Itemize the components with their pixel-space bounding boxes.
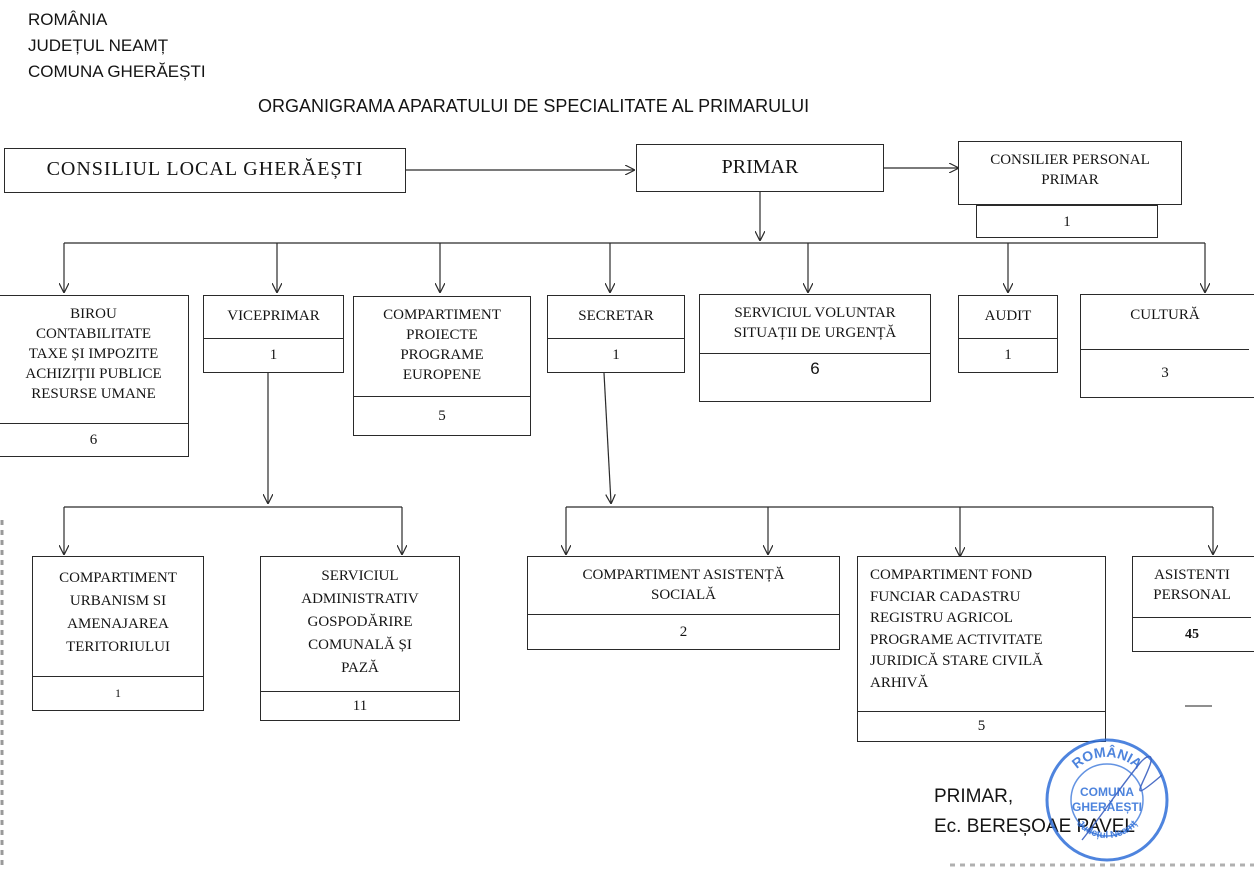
- node-administrativ-label: SERVICIUL ADMINISTRATIV GOSPODĂRIRE COMU…: [301, 568, 419, 676]
- official-stamp-icon: ROMÂNIA COMUNA GHERĂEȘTI Județul Neamț: [1045, 738, 1169, 862]
- node-proiecte-count: 5: [354, 396, 530, 435]
- node-urbanism-label: COMPARTIMENT URBANISM SI AMENAJAREA TERI…: [59, 570, 177, 655]
- node-voluntar-label: SERVICIUL VOLUNTAR SITUAȚII DE URGENȚĂ: [733, 305, 897, 341]
- node-voluntar: SERVICIUL VOLUNTAR SITUAȚII DE URGENȚĂ 6: [699, 294, 931, 402]
- node-council: CONSILIUL LOCAL GHERĂEȘTI: [4, 148, 406, 193]
- county-label: JUDEȚUL NEAMȚ: [28, 36, 169, 55]
- commune-label: COMUNA GHERĂEȘTI: [28, 62, 206, 81]
- node-viceprimar-count: 1: [204, 338, 343, 372]
- node-secretar-count: 1: [548, 338, 684, 372]
- node-cultura-label: CULTURĂ: [1130, 307, 1200, 323]
- node-urbanism: COMPARTIMENT URBANISM SI AMENAJAREA TERI…: [32, 556, 204, 711]
- node-advisor-count: 1: [1063, 214, 1071, 230]
- node-mayor-label: PRIMAR: [721, 156, 799, 178]
- node-administrativ-count: 11: [261, 691, 459, 720]
- node-secretar-label: SECRETAR: [578, 308, 654, 324]
- country-label: ROMÂNIA: [28, 10, 108, 29]
- signature-name: Ec. BEREȘOAE PAVEL: [934, 816, 1135, 837]
- node-audit-count: 1: [959, 338, 1057, 372]
- node-advisor-count-box: 1: [976, 205, 1158, 238]
- node-fond-label: COMPARTIMENT FOND FUNCIAR CADASTRU REGIS…: [870, 567, 1043, 691]
- node-fond-count: 5: [858, 711, 1105, 741]
- node-viceprimar-label: VICEPRIMAR: [227, 308, 320, 324]
- node-asistenti: ASISTENTI PERSONAL 45: [1132, 556, 1254, 652]
- node-mayor: PRIMAR: [636, 144, 884, 192]
- node-viceprimar: VICEPRIMAR 1: [203, 295, 344, 373]
- node-urbanism-count: 1: [33, 676, 203, 710]
- node-asistenta-label: COMPARTIMENT ASISTENȚĂ SOCIALĂ: [582, 567, 785, 603]
- node-asistenti-label: ASISTENTI PERSONAL: [1153, 567, 1231, 603]
- node-birou: BIROU CONTABILITATE TAXE ȘI IMPOZITE ACH…: [0, 295, 189, 457]
- node-advisor-label: CONSILIER PERSONAL PRIMAR: [990, 152, 1150, 188]
- node-asistenti-count: 45: [1133, 617, 1251, 651]
- node-cultura: CULTURĂ 3: [1080, 294, 1254, 398]
- node-asistenta: COMPARTIMENT ASISTENȚĂ SOCIALĂ 2: [527, 556, 840, 650]
- page-title: ORGANIGRAMA APARATULUI DE SPECIALITATE A…: [258, 96, 810, 116]
- node-administrativ: SERVICIUL ADMINISTRATIV GOSPODĂRIRE COMU…: [260, 556, 460, 721]
- node-audit-label: AUDIT: [984, 308, 1032, 324]
- node-fond: COMPARTIMENT FOND FUNCIAR CADASTRU REGIS…: [857, 556, 1106, 742]
- node-voluntar-count: 6: [700, 353, 930, 401]
- signature-role: PRIMAR,: [934, 786, 1014, 807]
- node-advisor: CONSILIER PERSONAL PRIMAR: [958, 141, 1182, 205]
- signature-scribble-icon: [1081, 755, 1163, 841]
- node-council-label: CONSILIUL LOCAL GHERĂEȘTI: [46, 158, 364, 180]
- node-asistenta-count: 2: [528, 614, 839, 649]
- node-proiecte: COMPARTIMENT PROIECTE PROGRAME EUROPENE …: [353, 296, 531, 436]
- node-birou-label: BIROU CONTABILITATE TAXE ȘI IMPOZITE ACH…: [25, 306, 162, 402]
- node-proiecte-label: COMPARTIMENT PROIECTE PROGRAME EUROPENE: [383, 307, 501, 383]
- stamp-middle-text-1: COMUNA: [1080, 785, 1134, 799]
- node-cultura-count: 3: [1081, 349, 1249, 397]
- node-secretar: SECRETAR 1: [547, 295, 685, 373]
- node-birou-count: 6: [0, 423, 188, 456]
- node-audit: AUDIT 1: [958, 295, 1058, 373]
